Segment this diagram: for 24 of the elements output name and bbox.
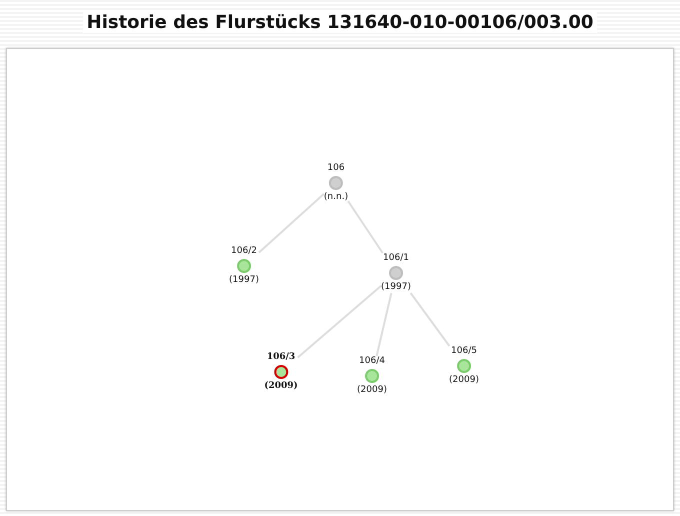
connector-line [410,292,450,347]
diagram-title: Historie des Flurstücks 131640-010-00106/003.00 [82,12,598,33]
tree-node [229,246,259,286]
tree-node [357,356,387,396]
tree-node [381,253,411,293]
parcel-number: 106 [327,163,345,174]
tree-node [324,163,348,203]
parcel-number: 106/1 [383,253,409,264]
year-label: (1997) [229,275,259,286]
parcel-number: 106/3 [266,352,296,363]
year-label: (1997) [381,282,411,293]
connector-line [376,292,392,356]
year-label: (2009) [357,385,387,396]
year-label: (2009) [264,381,298,392]
connector-line [297,285,382,358]
tree-node [264,352,298,392]
year-label: (2009) [449,375,479,386]
parcel-number: 106/2 [231,246,257,257]
connector-line [347,200,384,254]
tree-node [449,346,479,386]
parcel-number: 106/4 [359,356,385,367]
connector-line [258,193,325,254]
year-label: (n.n.) [324,192,348,203]
parcel-number: 106/5 [451,346,477,357]
